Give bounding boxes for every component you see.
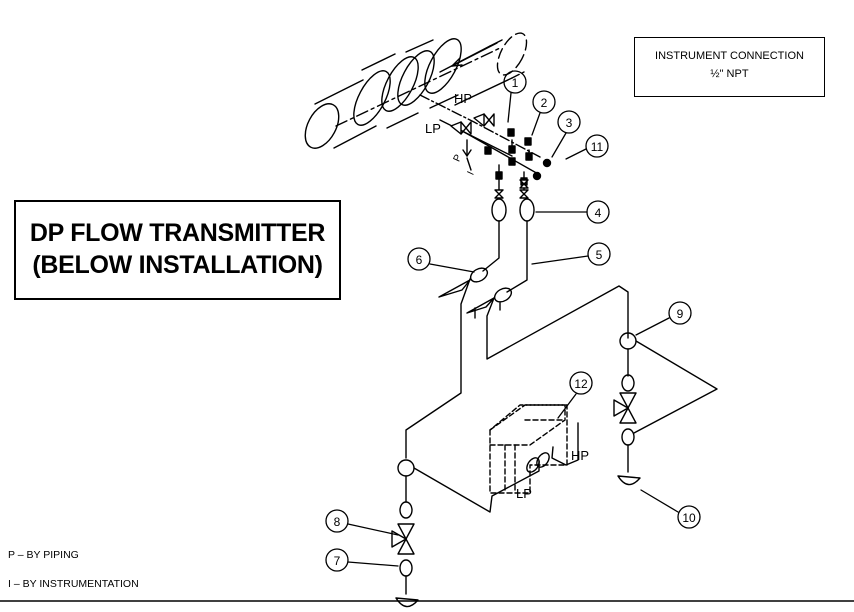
callout-2 bbox=[532, 90, 556, 114]
callout-9-label: 9 bbox=[677, 307, 684, 321]
callout-3-label: 3 bbox=[566, 116, 573, 130]
instrument-connection-note: INSTRUMENT CONNECTION ½" NPT bbox=[634, 37, 825, 97]
lp-transmitter-label: LP bbox=[516, 486, 532, 501]
hp-tap-label: HP bbox=[454, 91, 472, 106]
p-mark-label: P bbox=[452, 153, 465, 164]
callout-4-label: 4 bbox=[595, 206, 602, 220]
tap-lines bbox=[419, 94, 552, 199]
callout-8 bbox=[325, 509, 349, 533]
title-box: DP FLOW TRANSMITTER (BELOW INSTALLATION) bbox=[14, 200, 341, 300]
callout-12-label: 12 bbox=[574, 377, 588, 391]
i-mark-label: I bbox=[466, 170, 477, 177]
callout-12 bbox=[569, 371, 593, 395]
callout-1-label: 1 bbox=[512, 76, 519, 90]
callout-6 bbox=[407, 247, 431, 271]
callout-1 bbox=[503, 70, 527, 94]
legend-piping: P – BY PIPING bbox=[8, 549, 79, 561]
callout-10-label: 10 bbox=[682, 511, 696, 525]
callout-11 bbox=[585, 134, 609, 158]
callout-5-label: 5 bbox=[596, 248, 603, 262]
callout-3 bbox=[557, 110, 581, 134]
callout-numbers: 1 2 3 4 5 6 7 8 9 10 11 12 bbox=[334, 76, 696, 568]
lp-tap-label: LP bbox=[425, 121, 441, 136]
callout-7-label: 7 bbox=[334, 554, 341, 568]
dp-transmitter bbox=[489, 404, 568, 494]
callout-6-label: 6 bbox=[416, 253, 423, 267]
callout-10 bbox=[677, 505, 701, 529]
legend-instrumentation: I – BY INSTRUMENTATION bbox=[8, 578, 139, 590]
connection-note-line-2: ½" NPT bbox=[710, 68, 749, 80]
callout-5 bbox=[587, 242, 611, 266]
callouts bbox=[325, 70, 701, 572]
connection-note-line-1: INSTRUMENT CONNECTION bbox=[655, 50, 804, 62]
callout-7 bbox=[325, 548, 349, 572]
process-pipe bbox=[304, 32, 528, 149]
callout-11-label: 11 bbox=[591, 140, 604, 154]
title-line-1: DP FLOW TRANSMITTER bbox=[29, 219, 326, 247]
impulse-tubing bbox=[391, 198, 718, 608]
hp-transmitter-label: HP bbox=[571, 448, 589, 463]
diagram-labels: HP LP HP LP P I bbox=[425, 91, 589, 501]
callout-9 bbox=[668, 301, 692, 325]
title-line-2: (BELOW INSTALLATION) bbox=[32, 251, 323, 279]
callout-8-label: 8 bbox=[334, 515, 341, 529]
callout-2-label: 2 bbox=[541, 96, 548, 110]
